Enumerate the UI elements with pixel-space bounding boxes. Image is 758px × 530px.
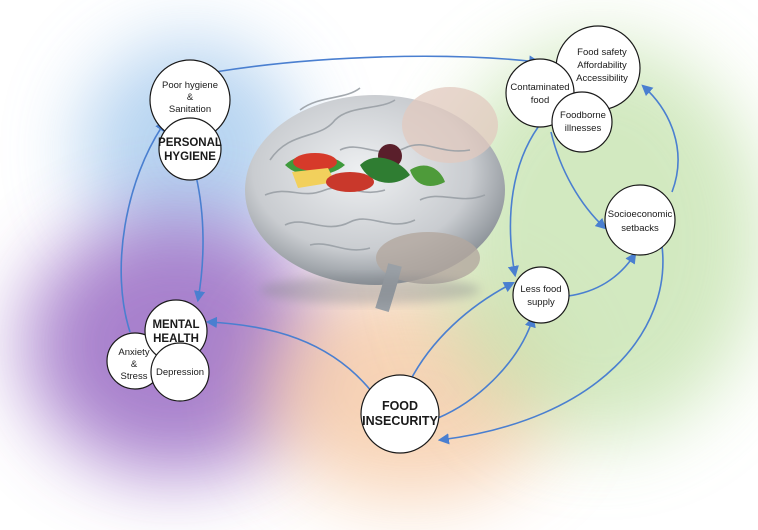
node-food-safety-line-2: Affordability — [577, 60, 627, 71]
brain-cerebellum — [376, 232, 480, 284]
arrow-mental-to-hygiene — [120, 120, 167, 333]
node-food-insecurity-line-2: INSECURITY — [362, 414, 438, 428]
svg-text:MENTAL: MENTAL — [152, 319, 199, 331]
node-foodborne-line-1: Foodborne — [560, 110, 606, 121]
food-items — [285, 144, 445, 192]
node-personal-hygiene-line-1: PERSONAL — [158, 137, 222, 149]
node-mental-health-line-1: MENTAL — [152, 319, 199, 331]
arrow-food-insecurity-to-mental — [205, 316, 373, 393]
node-anxiety-line-1: Anxiety — [118, 347, 149, 358]
node-socioeconomic-line-1: Socioeconomic — [608, 209, 673, 220]
svg-text:food: food — [531, 95, 550, 106]
svg-text:Depression: Depression — [156, 367, 204, 378]
node-food-safety-line-1: Food safety — [577, 47, 627, 58]
node-foodborne-line-2: illnesses — [565, 123, 602, 134]
svg-text:Stress: Stress — [121, 371, 148, 382]
svg-text:setbacks: setbacks — [621, 223, 659, 234]
svg-text:&: & — [187, 92, 194, 103]
node-less-food-line-1: Less food — [520, 284, 561, 295]
svg-text:Foodborne: Foodborne — [560, 110, 606, 121]
node-food-insecurity: FOOD INSECURITY — [360, 374, 440, 454]
svg-text:Affordability: Affordability — [577, 60, 627, 71]
node-less-food-line-2: supply — [527, 297, 555, 308]
node-foodborne-illnesses: Foodborne illnesses — [551, 91, 613, 153]
node-poor-hygiene-line-1: Poor hygiene — [162, 80, 218, 91]
node-food-safety-line-3: Accessibility — [576, 73, 628, 84]
node-anxiety-line-3: Stress — [121, 371, 148, 382]
arrow-less-food-to-socioeconomic — [567, 252, 637, 297]
node-poor-hygiene: Poor hygiene & Sanitation — [149, 59, 231, 141]
svg-text:INSECURITY: INSECURITY — [362, 414, 438, 428]
cheese-piece — [292, 168, 335, 188]
svg-text:supply: supply — [527, 297, 555, 308]
tomato-slice-2 — [326, 172, 374, 192]
node-contaminated-line-1: Contaminated — [510, 82, 569, 93]
node-less-food-supply: Less food supply — [512, 266, 570, 324]
svg-text:Contaminated: Contaminated — [510, 82, 569, 93]
svg-text:Sanitation: Sanitation — [169, 104, 211, 115]
arrow-hygiene-to-mental — [194, 175, 206, 303]
node-poor-hygiene-line-2: & — [187, 92, 194, 103]
svg-text:PERSONAL: PERSONAL — [158, 137, 222, 149]
svg-text:HYGIENE: HYGIENE — [164, 151, 216, 163]
node-poor-hygiene-line-3: Sanitation — [169, 104, 211, 115]
background-regions — [25, 40, 758, 500]
arrow-socioeconomic-to-food-insecurity — [437, 245, 664, 445]
svg-text:Less food: Less food — [520, 284, 561, 295]
node-personal-hygiene-line-2: HYGIENE — [164, 151, 216, 163]
node-food-insecurity-line-1: FOOD — [382, 399, 418, 413]
node-depression: Depression — [150, 342, 210, 402]
svg-text:HEALTH: HEALTH — [153, 333, 199, 345]
svg-text:Accessibility: Accessibility — [576, 73, 628, 84]
svg-text:illnesses: illnesses — [565, 123, 602, 134]
arrows — [120, 55, 679, 445]
node-depression-line-1: Depression — [156, 367, 204, 378]
arrow-foodborne-to-socioeconomic — [550, 131, 607, 230]
arrow-food-insecurity-to-less-food-2 — [437, 315, 536, 419]
svg-text:Poor hygiene: Poor hygiene — [162, 80, 218, 91]
node-anxiety-line-2: & — [131, 359, 138, 370]
brain-folds — [264, 87, 486, 251]
brain-illustration — [245, 87, 505, 313]
svg-text:&: & — [131, 359, 138, 370]
node-personal-hygiene: PERSONAL HYGIENE — [158, 117, 222, 181]
svg-text:Food safety: Food safety — [577, 47, 627, 58]
tomato-slice — [293, 153, 337, 171]
node-contaminated-line-2: food — [531, 95, 550, 106]
arrow-food-insecurity-to-less-food — [407, 281, 515, 386]
brain-frontal-tint — [402, 87, 498, 163]
svg-text:Anxiety: Anxiety — [118, 347, 149, 358]
arrow-hygiene-to-contaminated — [214, 55, 541, 73]
arrow-contaminated-to-less-food — [507, 117, 546, 278]
node-socioeconomic-setbacks: Socioeconomic setbacks — [604, 184, 676, 256]
svg-text:Socioeconomic: Socioeconomic — [608, 209, 673, 220]
node-socioeconomic-line-2: setbacks — [621, 223, 659, 234]
svg-text:FOOD: FOOD — [382, 399, 418, 413]
broccoli — [360, 157, 410, 183]
green-leaf — [410, 165, 445, 186]
arrow-socioeconomic-to-food-safety — [641, 84, 679, 193]
green-region — [435, 40, 758, 440]
node-mental-health-line-2: HEALTH — [153, 333, 199, 345]
brain-shadow — [260, 276, 480, 304]
